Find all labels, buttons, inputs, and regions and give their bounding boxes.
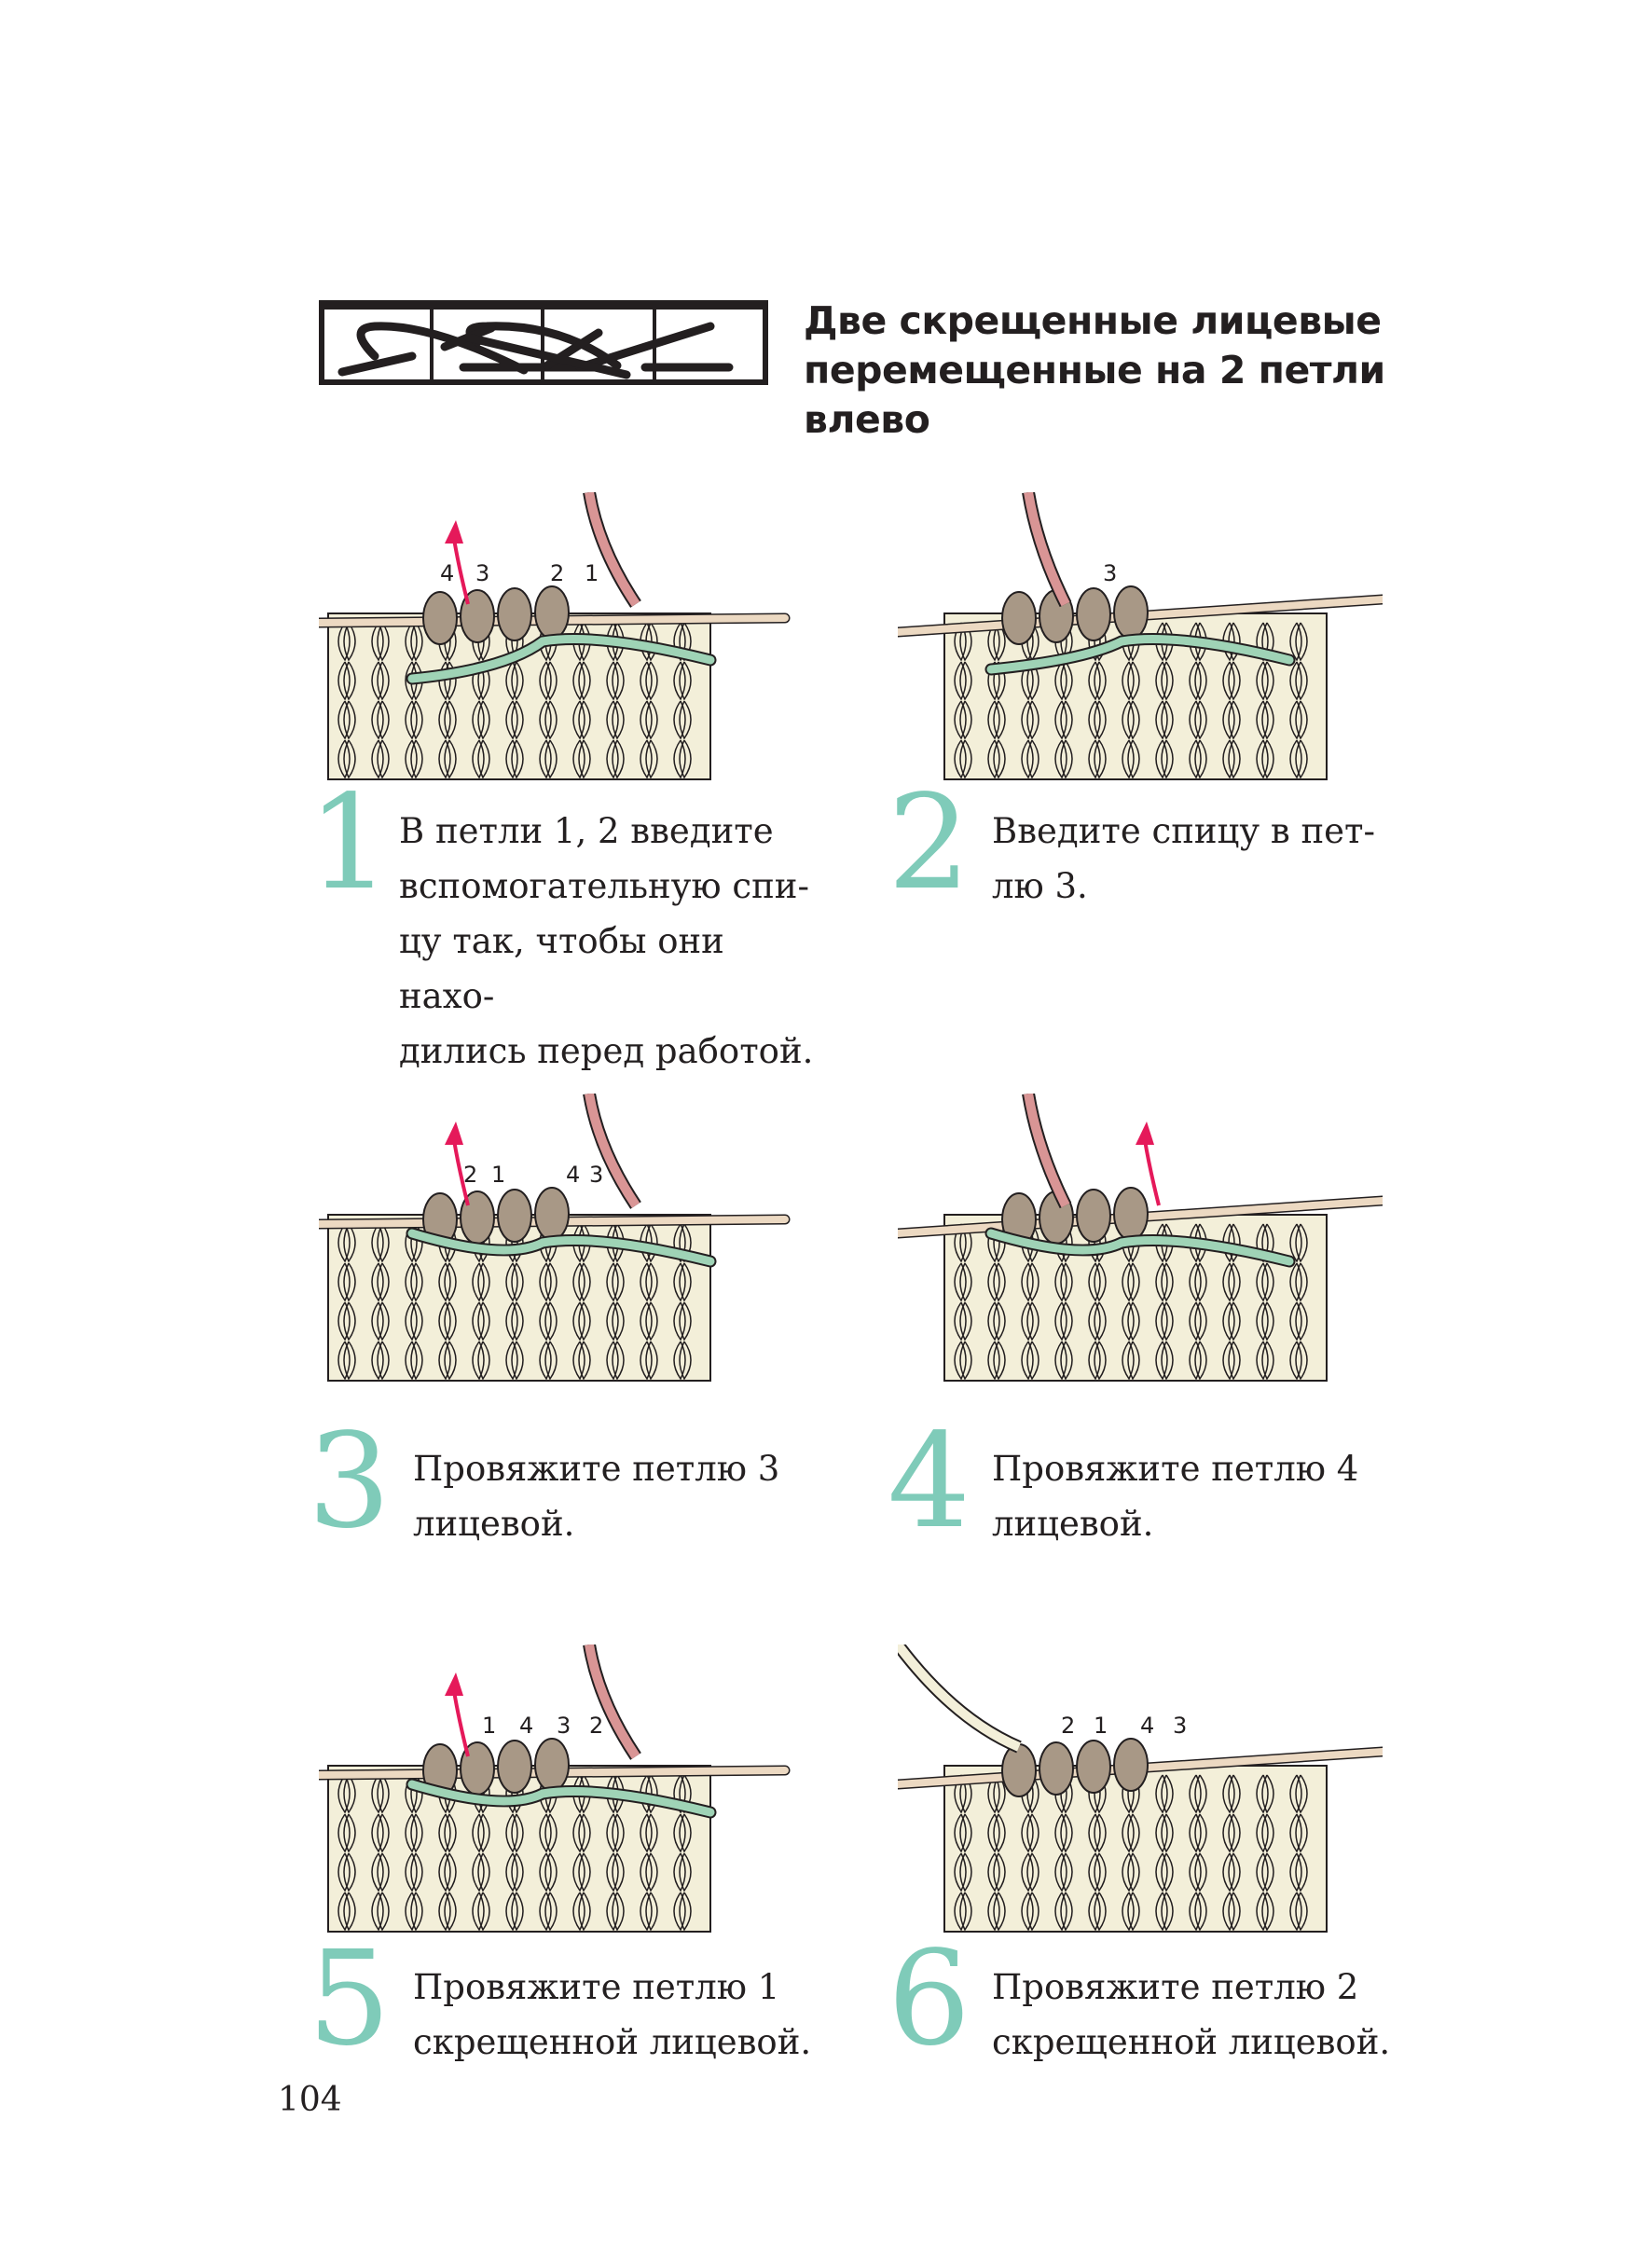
step-text-line: дились перед работой. <box>399 1031 814 1071</box>
loop-number-label: 2 <box>550 560 564 586</box>
page-number: 104 <box>278 2081 342 2119</box>
step-text-line: лицевой. <box>413 1504 575 1544</box>
step-number: 1 <box>308 767 392 919</box>
step-text: В петли 1, 2 введите вспомогательную спи… <box>399 804 828 1079</box>
step-text: Провяжите петлю 1 скрещенной лицевой. <box>413 1960 898 2070</box>
loop-number-label: 1 <box>482 1713 496 1739</box>
loop-number-label: 1 <box>491 1162 505 1188</box>
title-line: влево <box>804 397 930 442</box>
step-illustration: 3 <box>898 492 1383 780</box>
loop-number-label: 4 <box>1140 1713 1154 1739</box>
loop-number-label: 3 <box>1103 560 1117 586</box>
loop-number-label: 2 <box>1061 1713 1075 1739</box>
step-text: Введите спицу в пет- лю 3. <box>992 804 1421 914</box>
loop-number-label: 4 <box>519 1713 533 1739</box>
step-text-line: Провяжите петлю 1 <box>413 1967 780 2007</box>
step-text-line: Провяжите петлю 4 <box>992 1449 1359 1489</box>
step-text-line: скрещенной лицевой. <box>413 2022 812 2062</box>
loop-number-label: 3 <box>589 1162 603 1188</box>
loop-number-label: 1 <box>585 560 599 586</box>
step-number: 2 <box>888 767 971 919</box>
step-number: 3 <box>308 1406 392 1558</box>
step-text-line: Введите спицу в пет- <box>992 811 1375 851</box>
loop-number-label: 4 <box>566 1162 580 1188</box>
title-line: перемещенные на 2 петли <box>804 348 1385 392</box>
step-text-line: лю 3. <box>992 866 1088 906</box>
title-line: Две скрещенные лицевые <box>804 298 1382 343</box>
step-text: Провяжите петлю 3 лицевой. <box>413 1441 842 1551</box>
step-number: 4 <box>888 1406 971 1558</box>
loop-number-label: 2 <box>463 1162 477 1188</box>
step-text-line: В петли 1, 2 введите <box>399 811 774 851</box>
step-illustration <box>898 1094 1383 1382</box>
step-text-line: Провяжите петлю 3 <box>413 1449 780 1489</box>
step-number: 5 <box>308 1923 392 2075</box>
step-text-line: лицевой. <box>992 1504 1154 1544</box>
loop-number-label: 3 <box>557 1713 571 1739</box>
step-text-line: цу так, чтобы они нахо- <box>399 921 724 1016</box>
step-text: Провяжите петлю 2 скрещенной лицевой. <box>992 1960 1477 2070</box>
page-title: Две скрещенные лицевые перемещенные на 2… <box>804 296 1456 445</box>
step-text: Провяжите петлю 4 лицевой. <box>992 1441 1421 1551</box>
step-text-line: скрещенной лицевой. <box>992 2022 1391 2062</box>
loop-number-label: 3 <box>1173 1713 1187 1739</box>
cable-chart-symbol <box>319 300 768 385</box>
step-text-line: вспомогательную спи- <box>399 866 809 906</box>
loop-number-label: 4 <box>440 560 454 586</box>
loop-number-label: 3 <box>475 560 489 586</box>
step-text-line: Провяжите петлю 2 <box>992 1967 1359 2007</box>
step-number: 6 <box>888 1923 971 2075</box>
loop-number-label: 2 <box>589 1713 603 1739</box>
loop-number-label: 1 <box>1094 1713 1108 1739</box>
